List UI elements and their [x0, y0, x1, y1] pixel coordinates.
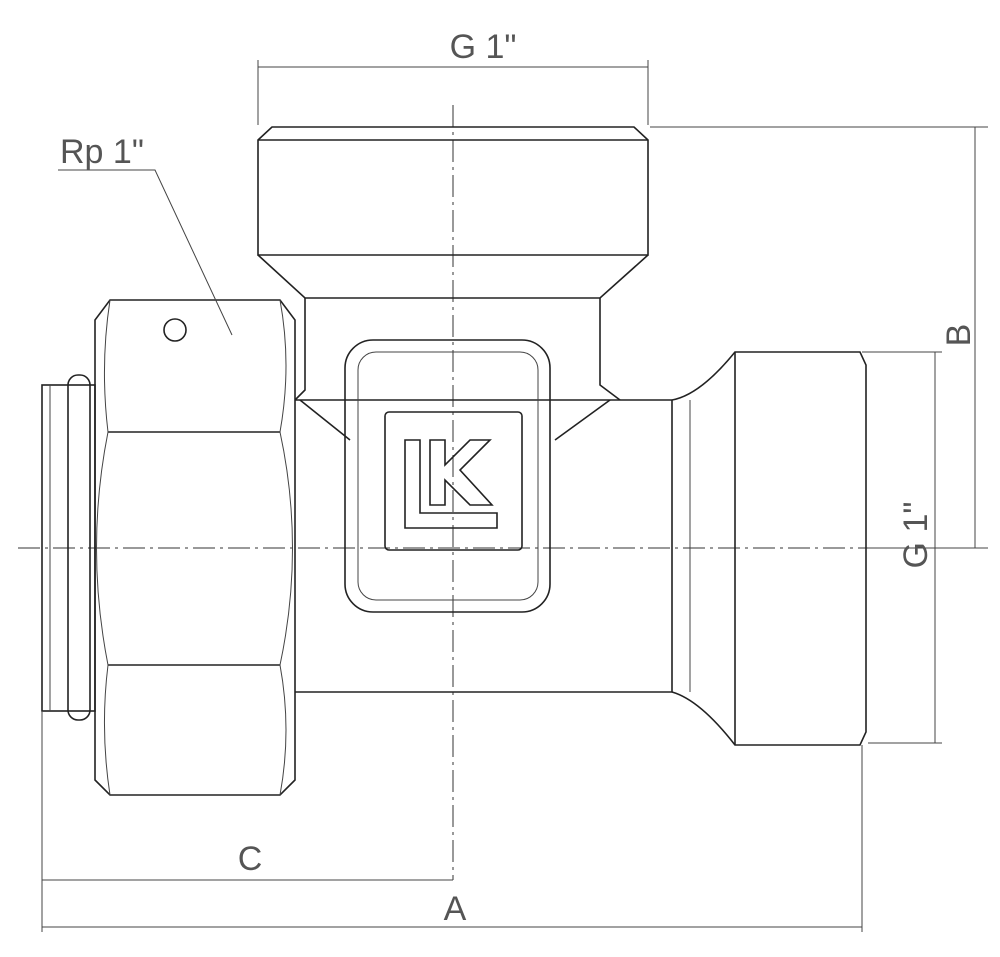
inlet-thread-label: Rp 1": [60, 133, 144, 171]
top-thread-label: G 1": [450, 28, 517, 66]
center-lines: [18, 105, 990, 880]
center-offset-label: C: [238, 840, 263, 878]
overall-length-label: A: [444, 890, 467, 928]
end-ring: [41, 374, 96, 721]
dimension-lines: [41, 60, 988, 932]
window: [344, 339, 551, 613]
top-nut: [257, 126, 649, 401]
lk-logo: [404, 439, 498, 529]
outlet-thread-label: G 1": [897, 502, 935, 569]
height-label: B: [940, 324, 978, 347]
